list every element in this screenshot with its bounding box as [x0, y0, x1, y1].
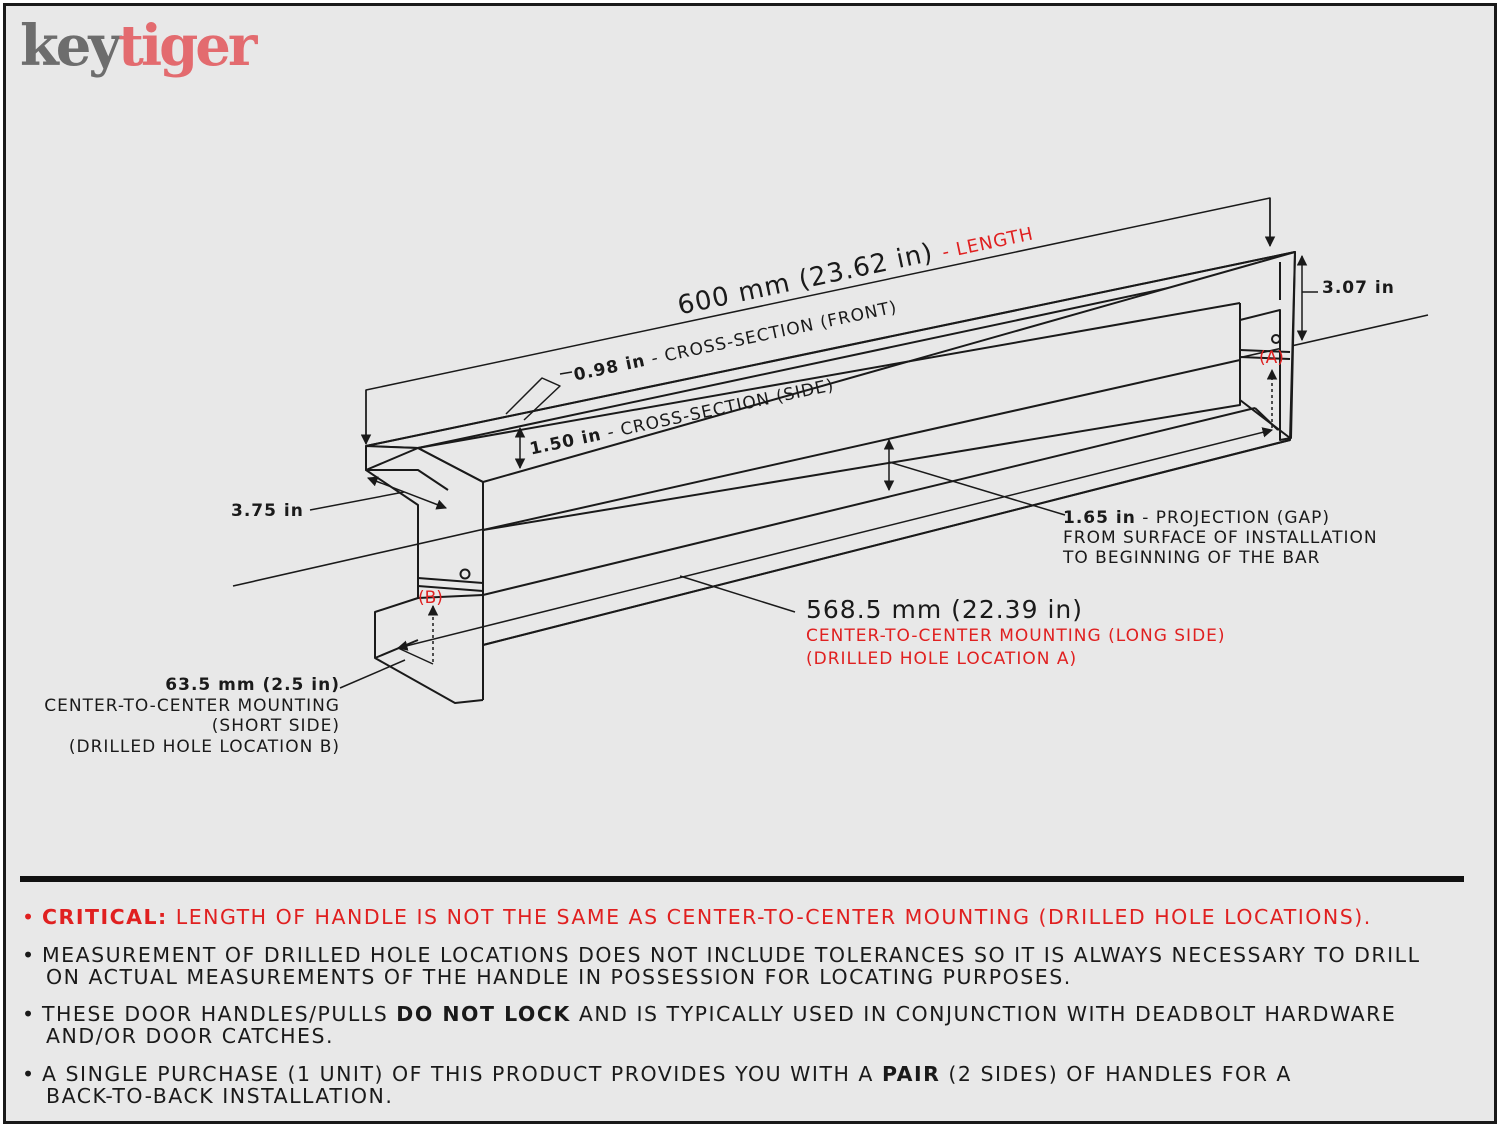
- hole-b-circle: [459, 568, 471, 580]
- note-critical-text: LENGTH OF HANDLE IS NOT THE SAME AS CENT…: [175, 905, 1372, 929]
- center-long-desc1: CENTER-TO-CENTER MOUNTING (LONG SIDE): [806, 626, 1226, 646]
- band-a2: [1239, 356, 1291, 360]
- note-no-lock-line2: AND/OR DOOR CATCHES.: [46, 1024, 335, 1048]
- keytiger-logo: keytiger: [20, 18, 257, 74]
- note-no-lock-pre: THESE DOOR HANDLES/PULLS: [42, 1002, 389, 1026]
- notes-divider: [20, 876, 1464, 882]
- center-short-desc2: (SHORT SIDE): [211, 716, 340, 736]
- note-critical: • CRITICAL: LENGTH OF HANDLE IS NOT THE …: [22, 906, 1462, 928]
- logo-part-key: key: [20, 13, 121, 79]
- note-bullet: •: [22, 1002, 36, 1026]
- hole-a-label: (A): [1259, 348, 1284, 368]
- handle-drawing: [232, 197, 1429, 704]
- center-long-desc2: (DRILLED HOLE LOCATION A): [806, 649, 1078, 669]
- note-no-lock: • THESE DOOR HANDLES/PULLS DO NOT LOCK A…: [22, 1003, 1462, 1047]
- projection-label: 1.65 in - PROJECTION (GAP) FROM SURFACE …: [1063, 508, 1378, 568]
- center-long-label: 568.5 mm (22.39 in) CENTER-TO-CENTER MOU…: [806, 595, 1226, 671]
- note-pair-post: (2 SIDES) OF HANDLES FOR A: [948, 1062, 1292, 1086]
- height-value: 3.07 in: [1322, 278, 1395, 298]
- projection-desc1: - PROJECTION (GAP): [1142, 508, 1331, 528]
- projection-desc3: TO BEGINNING OF THE BAR: [1063, 548, 1321, 568]
- logo-part-tiger: tiger: [117, 13, 257, 79]
- center-short-desc1: CENTER-TO-CENTER MOUNTING: [44, 695, 340, 716]
- note-bullet: •: [22, 1062, 36, 1086]
- note-pair: • A SINGLE PURCHASE (1 UNIT) OF THIS PRO…: [22, 1063, 1462, 1107]
- note-measurement: • MEASUREMENT OF DRILLED HOLE LOCATIONS …: [22, 944, 1462, 988]
- center-long-value: 568.5 mm (22.39 in): [806, 595, 1083, 624]
- band-b: [417, 577, 484, 584]
- depth-value: 3.75 in: [231, 501, 304, 521]
- note-no-lock-post: AND IS TYPICALLY USED IN CONJUNCTION WIT…: [578, 1002, 1397, 1026]
- note-no-lock-bold: DO NOT LOCK: [396, 1002, 571, 1026]
- note-bullet: •: [22, 943, 36, 967]
- note-measurement-line2: ON ACTUAL MEASUREMENTS OF THE HANDLE IN …: [46, 965, 1072, 989]
- cross-front-leader: [505, 371, 573, 421]
- note-pair-pre: A SINGLE PURCHASE (1 UNIT) OF THIS PRODU…: [42, 1062, 874, 1086]
- projection-desc2: FROM SURFACE OF INSTALLATION: [1063, 528, 1378, 548]
- projection-value: 1.65 in: [1063, 508, 1136, 528]
- hole-b-label: (B): [418, 588, 443, 608]
- hole-a-circle: [1271, 334, 1281, 344]
- height-label: 3.07 in: [1322, 278, 1395, 298]
- band-a: [1239, 349, 1291, 353]
- note-measurement-line1: MEASUREMENT OF DRILLED HOLE LOCATIONS DO…: [42, 943, 1421, 967]
- note-pair-line2: BACK-TO-BACK INSTALLATION.: [46, 1084, 394, 1108]
- note-critical-bold: CRITICAL:: [42, 905, 168, 929]
- center-short-value: 63.5 mm (2.5 in): [165, 675, 340, 695]
- note-pair-bold: PAIR: [881, 1062, 941, 1086]
- center-short-label: 63.5 mm (2.5 in) CENTER-TO-CENTER MOUNTI…: [44, 675, 340, 757]
- note-bullet: •: [22, 905, 36, 929]
- depth-label: 3.75 in: [231, 501, 304, 521]
- center-short-desc3: (DRILLED HOLE LOCATION B): [68, 736, 340, 757]
